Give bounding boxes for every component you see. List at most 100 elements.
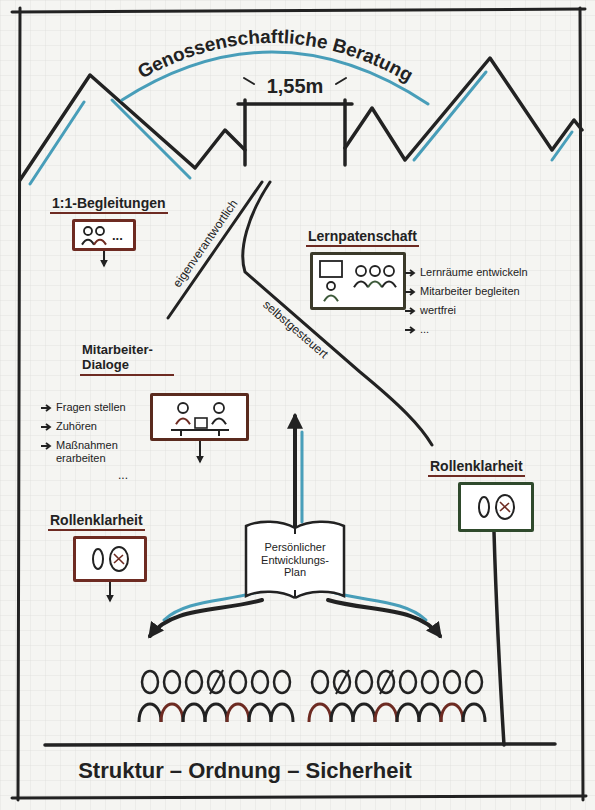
development-arrow — [150, 600, 262, 636]
bullet-item: ... — [404, 323, 574, 336]
icon-scribble — [500, 502, 510, 512]
sign-icon — [317, 257, 399, 305]
bullet-text: Maßnahmen erarbeiten — [56, 439, 144, 464]
bullet-item: Fragen stellen — [40, 401, 144, 414]
sign-board — [310, 252, 406, 310]
sign-post — [104, 582, 116, 604]
signpost-box: ...1:1-Begleitungen — [50, 195, 168, 269]
person-head — [466, 671, 482, 693]
high-jump-bar — [243, 100, 247, 165]
person-body — [441, 704, 463, 722]
sign-icon — [465, 487, 527, 527]
bullet-item: Lernräume entwickeln — [404, 266, 574, 279]
person-head — [186, 671, 202, 693]
person-head — [274, 671, 290, 693]
icon-body — [382, 282, 396, 288]
person-body — [331, 704, 353, 722]
ground-line — [45, 744, 555, 745]
icon-oval — [496, 495, 514, 519]
icon-head — [356, 266, 366, 276]
person-body — [249, 704, 271, 722]
bullet-arrow — [41, 443, 50, 449]
mountain-range — [20, 58, 582, 180]
icon-oval — [110, 547, 128, 571]
bullet-item: Zuhören — [40, 420, 144, 433]
head-slash — [380, 670, 393, 694]
paper-frame — [12, 796, 586, 798]
path-line — [168, 182, 262, 318]
sign-post — [199, 441, 201, 462]
sign-post — [194, 441, 206, 465]
signpost-box: Rollenklarheit — [48, 512, 147, 604]
person-body — [397, 704, 419, 722]
icon-body — [176, 419, 190, 425]
person-head — [356, 671, 372, 693]
icon-head — [370, 266, 380, 276]
blue-accent — [301, 432, 304, 522]
sign-icon — [79, 224, 109, 246]
person-body — [375, 704, 397, 722]
icon-board — [320, 261, 342, 277]
person-head — [164, 671, 180, 693]
book-text: Persönlicher Entwicklungs-Plan — [251, 541, 339, 579]
sign-icon — [479, 495, 514, 519]
bullet-text: Fragen stellen — [56, 401, 126, 414]
icon-laptop — [195, 418, 207, 428]
icon-head — [96, 227, 104, 235]
sign-icon — [80, 541, 140, 577]
blue-accent — [30, 52, 572, 620]
icon-head — [178, 403, 188, 413]
high-jump-bar — [238, 102, 352, 106]
person-body — [183, 704, 205, 722]
sign-board — [458, 482, 534, 532]
mountain-range — [345, 58, 582, 160]
bullet-text: Zuhören — [56, 420, 97, 433]
person-body — [309, 704, 331, 722]
bullet-text: wertfrei — [420, 304, 456, 317]
blue-accent — [30, 102, 84, 184]
bullet-arrow — [41, 424, 50, 430]
bullet-arrow — [404, 287, 417, 297]
icon-figure — [93, 549, 103, 569]
crowd-of-people — [139, 670, 485, 722]
bullet-text: ... — [420, 323, 429, 336]
bullet-arrow — [405, 270, 414, 276]
bullet-arrow — [405, 289, 414, 295]
book-shape: Persönlicher Entwicklungs-Plan — [243, 518, 347, 602]
icon-table — [171, 430, 229, 436]
sign-post — [98, 251, 110, 269]
person-body — [419, 704, 441, 722]
person-head — [142, 671, 158, 693]
icon-body — [94, 240, 106, 245]
icon-head — [214, 403, 224, 413]
high-jump-bar — [244, 78, 254, 84]
sign-icon — [157, 398, 242, 436]
paper-frame — [12, 9, 585, 12]
book-title: Persönlicher Entwicklungs-Plan — [251, 541, 339, 579]
values-label: Struktur – Ordnung – Sicherheit — [78, 758, 412, 783]
icon-head — [384, 266, 394, 276]
person-head — [252, 671, 268, 693]
high-jump-bar — [336, 78, 346, 84]
person-head — [312, 671, 328, 693]
sign-heading: 1:1-Begleitungen — [50, 195, 168, 214]
person-head — [444, 671, 460, 693]
head-slash — [210, 670, 223, 694]
bullet-arrow — [404, 306, 417, 316]
icon-body — [354, 282, 368, 288]
icon-head — [327, 282, 335, 290]
signpost-box: Mitarbeiter-DialogeFragen stellenZuhören… — [40, 343, 249, 483]
bullet-arrow — [41, 405, 50, 411]
height-label: 1,55m — [267, 75, 324, 98]
sign-board — [73, 536, 147, 582]
person-head — [400, 671, 416, 693]
icon-body — [324, 296, 338, 302]
icon-head — [84, 227, 92, 235]
bullet-arrow — [405, 327, 414, 333]
sign-heading: Rollenklarheit — [48, 512, 145, 531]
sign-board — [150, 393, 249, 441]
development-arrow — [293, 416, 297, 526]
head-slash — [336, 670, 349, 694]
bullet-item: Maßnahmen erarbeiten — [40, 439, 144, 464]
paper-frame — [12, 8, 586, 800]
